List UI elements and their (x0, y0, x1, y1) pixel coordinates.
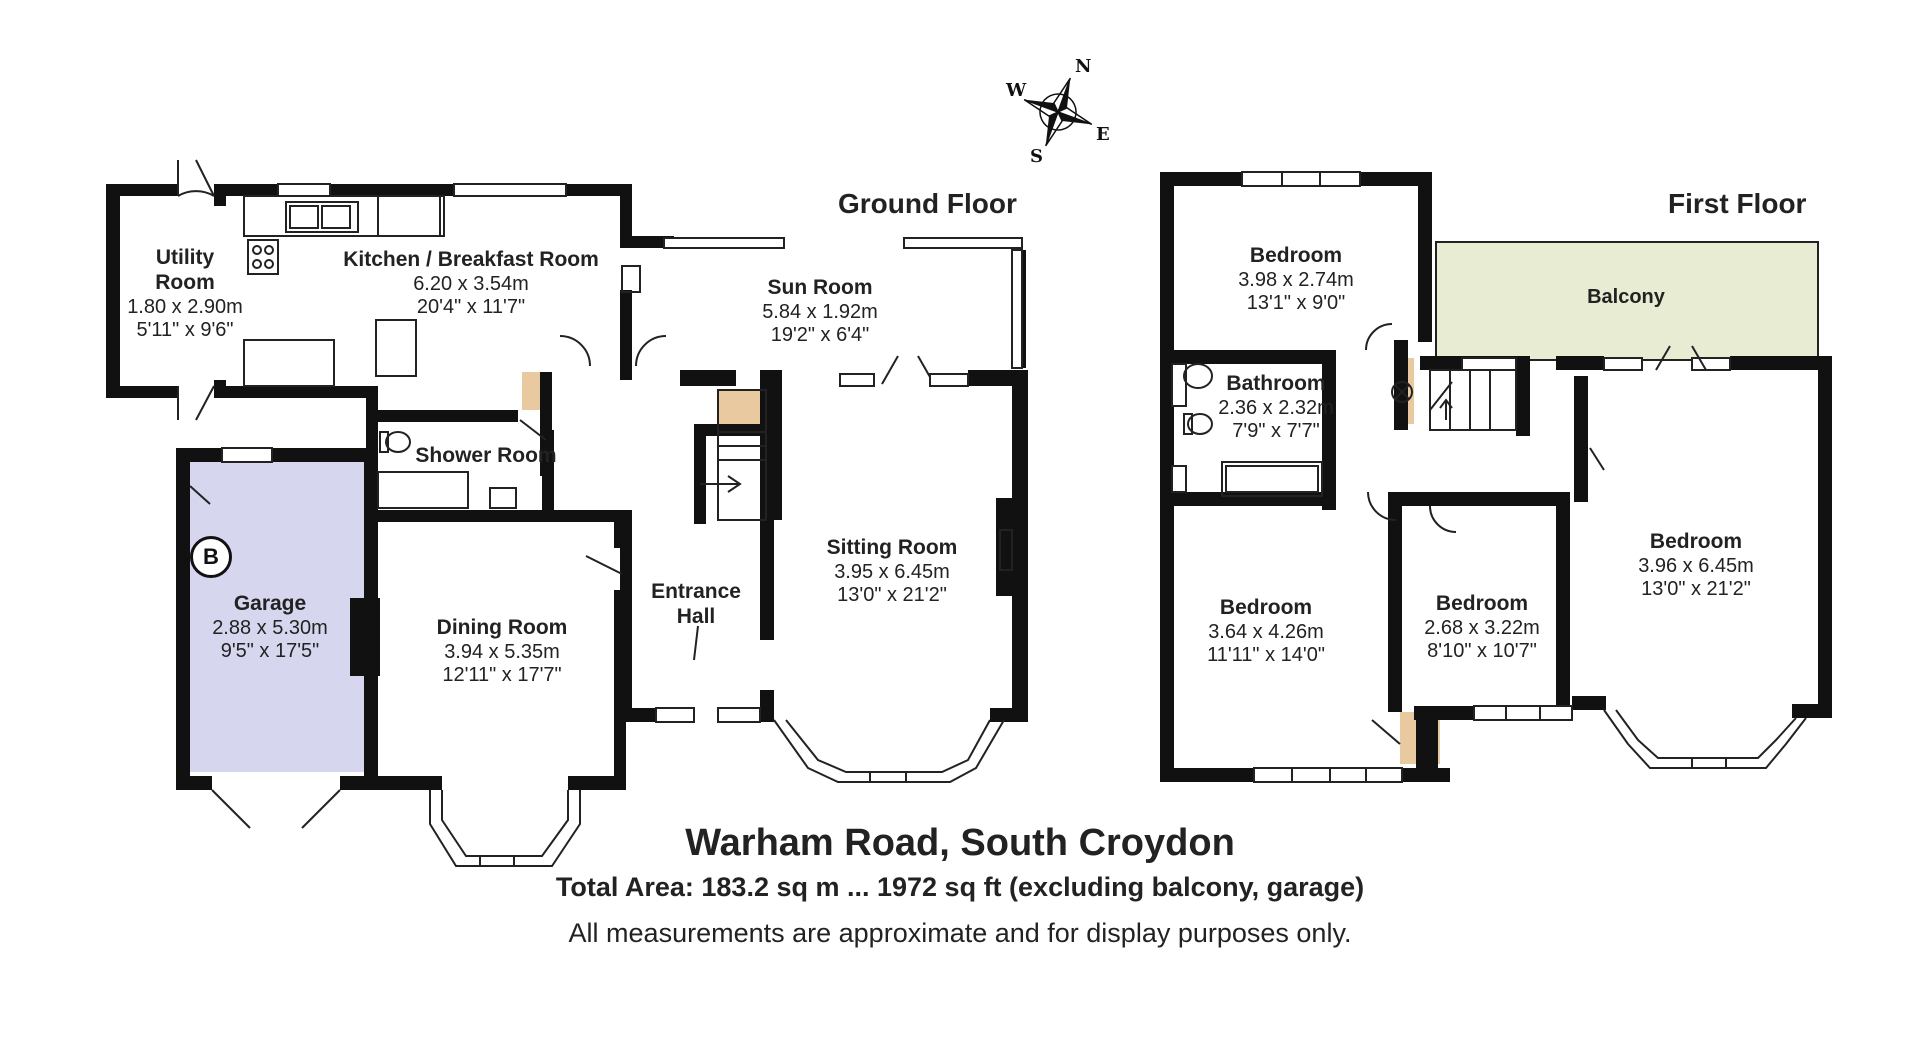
sitting-room-imperial: 13'0" x 21'2" (837, 584, 947, 607)
utility-room-label: Utility Room 1.80 x 2.90m 5'11" x 9'6" (127, 246, 243, 343)
bedroom-right-metric: 3.96 x 6.45m (1638, 554, 1754, 577)
bedroom-right-imperial: 13'0" x 21'2" (1641, 578, 1751, 601)
compass-w-label: W (1006, 80, 1027, 101)
entrance-hall-name-1: Entrance (651, 580, 741, 603)
bedroom-mid-metric: 2.68 x 3.22m (1424, 616, 1540, 639)
utility-room-name-1: Utility (155, 246, 215, 269)
bedroom-right-name: Bedroom (1649, 530, 1743, 553)
bedroom-left-name: Bedroom (1219, 596, 1313, 619)
entrance-hall-name-2: Hall (676, 604, 716, 628)
first-floor-walls (1160, 172, 1832, 782)
dining-room-name: Dining Room (436, 616, 568, 639)
ground-floor-title: Ground Floor (838, 188, 1017, 219)
kitchen-metric: 6.20 x 3.54m (413, 272, 529, 295)
bedroom-right-label: Bedroom 3.96 x 6.45m 13'0" x 21'2" (1638, 530, 1754, 602)
sun-room-imperial: 19'2" x 6'4" (770, 324, 870, 347)
bathroom-imperial: 7'9" x 7'7" (1232, 420, 1320, 443)
bedroom-top-imperial: 13'1" x 9'0" (1246, 292, 1346, 315)
balcony-label: Balcony (1587, 286, 1665, 310)
sun-room-name: Sun Room (767, 276, 873, 299)
sun-room-label: Sun Room 5.84 x 1.92m 19'2" x 6'4" (762, 276, 878, 348)
kitchen-name: Kitchen / Breakfast Room (343, 248, 599, 271)
garage-fill (190, 462, 364, 772)
bathroom-name: Bathroom (1226, 372, 1326, 395)
first-floor-title: First Floor (1668, 188, 1807, 219)
sitting-room-label: Sitting Room 3.95 x 6.45m 13'0" x 21'2" (827, 536, 958, 608)
bathroom-metric: 2.36 x 2.32m (1218, 396, 1334, 419)
ground-stair-cupboard (718, 390, 766, 424)
bathroom-label: Bathroom 2.36 x 2.32m 7'9" x 7'7" (1218, 372, 1334, 444)
bedroom-left-label: Bedroom 3.64 x 4.26m 11'11" x 14'0" (1207, 596, 1325, 668)
kitchen-label: Kitchen / Breakfast Room 6.20 x 3.54m 20… (343, 248, 599, 320)
bedroom-top-name: Bedroom (1249, 244, 1343, 267)
dining-room-metric: 3.94 x 5.35m (444, 640, 560, 663)
disclaimer: All measurements are approximate and for… (568, 918, 1352, 948)
compass-s-label: S (1030, 146, 1043, 167)
kitchen-cupboard (522, 372, 542, 410)
ground-floor-details (177, 159, 1023, 867)
utility-room-name-2: Room (155, 270, 215, 294)
bedroom-left-metric: 3.64 x 4.26m (1208, 620, 1324, 643)
total-area: Total Area: 183.2 sq m ... 1972 sq ft (e… (555, 872, 1365, 902)
sitting-room-metric: 3.95 x 6.45m (834, 560, 950, 583)
garage-name: Garage (233, 592, 307, 615)
garage-metric: 2.88 x 5.30m (212, 616, 328, 639)
property-address: Warham Road, South Croydon (685, 822, 1235, 864)
bedroom-left-imperial: 11'11" x 14'0" (1207, 644, 1325, 667)
boiler-badge: B (190, 536, 232, 578)
sun-room-metric: 5.84 x 1.92m (762, 300, 878, 323)
kitchen-imperial: 20'4" x 11'7" (416, 296, 526, 319)
garage-imperial: 9'5" x 17'5" (220, 640, 320, 663)
bedroom-mid-imperial: 8'10" x 10'7" (1427, 640, 1537, 663)
compass-e-label: E (1096, 124, 1110, 145)
balcony-fill (1435, 241, 1819, 361)
bedroom-mid-name: Bedroom (1435, 592, 1529, 615)
shower-room-name: Shower Room (415, 444, 557, 467)
dining-room-label: Dining Room 3.94 x 5.35m 12'11" x 17'7" (437, 616, 568, 688)
compass-icon (1023, 77, 1093, 147)
bedroom-mid-label: Bedroom 2.68 x 3.22m 8'10" x 10'7" (1424, 592, 1540, 664)
utility-room-imperial: 5'11" x 9'6" (136, 319, 234, 342)
dining-room-imperial: 12'11" x 17'7" (442, 664, 562, 687)
garage-label: Garage 2.88 x 5.30m 9'5" x 17'5" (212, 592, 328, 664)
utility-room-metric: 1.80 x 2.90m (127, 295, 243, 318)
compass-n-label: N (1075, 56, 1092, 77)
first-floor-details (1171, 171, 1807, 783)
shower-room-label: Shower Room (415, 444, 556, 469)
sitting-room-name: Sitting Room (826, 536, 958, 559)
bedroom-top-label: Bedroom 3.98 x 2.74m 13'1" x 9'0" (1238, 244, 1354, 316)
entrance-hall-label: Entrance Hall (651, 580, 741, 630)
balcony-name: Balcony (1587, 286, 1665, 308)
bedroom-top-metric: 3.98 x 2.74m (1238, 268, 1354, 291)
